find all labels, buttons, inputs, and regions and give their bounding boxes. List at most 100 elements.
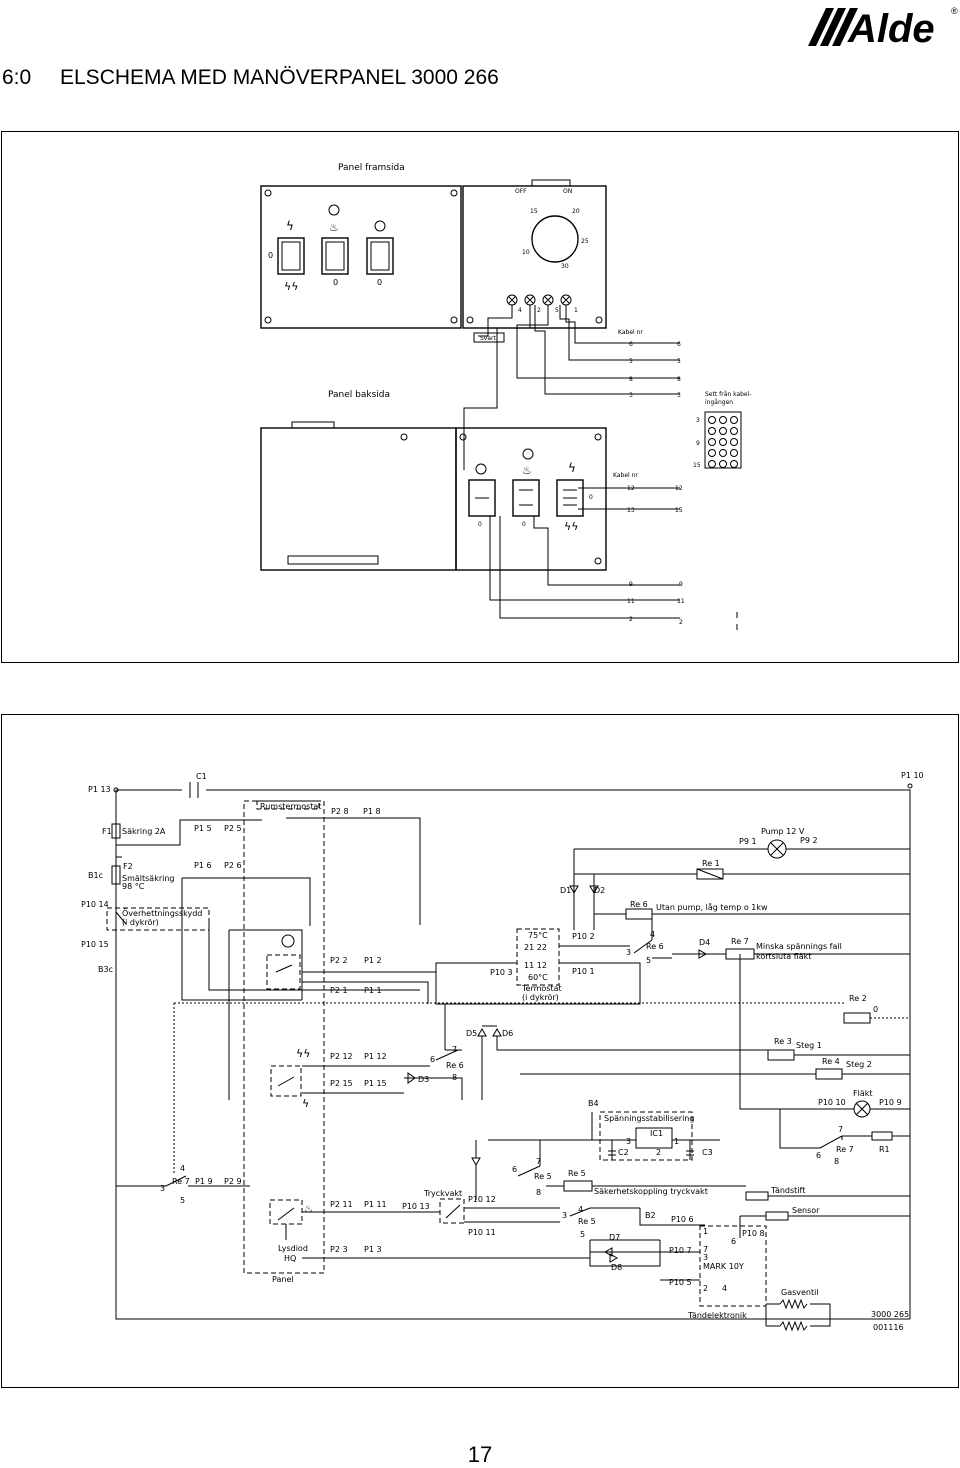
label-re5-sw-6: 6 [512, 1165, 517, 1174]
label-re5-b-3: 3 [562, 1211, 567, 1220]
back-panel-left [260, 427, 457, 571]
switch-pump [366, 237, 394, 275]
label-r1: R1 [879, 1145, 890, 1154]
label-re7-sw-8: 8 [834, 1157, 839, 1166]
back-switch [556, 479, 584, 517]
label-ic1-3: 3 [626, 1137, 631, 1146]
cable-number: 13 [627, 507, 635, 514]
cable-number: 9 [629, 581, 633, 588]
label-re5-b-5: 5 [580, 1230, 585, 1239]
label-p10-11: P10 11 [468, 1228, 496, 1237]
label-mark10: MARK 10Y [703, 1262, 744, 1271]
kabel-nr-label: Kabel nr [613, 472, 638, 479]
front-zero-1: 0 [333, 278, 338, 287]
label-termostat: Termostat [521, 984, 562, 993]
label-re6-b-7: 7 [452, 1045, 457, 1054]
resistor-r1 [871, 1131, 893, 1141]
logo-stripe-3 [832, 8, 858, 46]
label-re7-left: Re 7 [172, 1177, 190, 1186]
label-p1-6: P1 6 [194, 861, 212, 870]
label-overhettning: Överhettningsskydd [122, 908, 202, 918]
label-re6-sw-5: 5 [646, 956, 651, 965]
label-spanningsstab: Spänningsstabilisering [604, 1114, 694, 1123]
label-n7: 7 [703, 1245, 708, 1254]
flame-indicator-icon [522, 448, 534, 460]
terminal-label: 1 [574, 307, 578, 314]
label-i-dykror-2: (i dykrör) [522, 993, 559, 1002]
label-re5-b: Re 5 [578, 1217, 596, 1226]
double-electric-icon: ϟϟ [564, 520, 579, 533]
label-n4: 4 [722, 1284, 727, 1293]
connector-title: ingången [705, 399, 733, 406]
label-doc-rev: 001116 [873, 1323, 904, 1332]
label-i-dykror-1: (i dykrör) [122, 918, 159, 927]
label-kortsluta: kortsluta fläkt [756, 952, 811, 961]
label-t11-12: 11 12 [524, 961, 547, 970]
fuse-f2 [111, 865, 121, 885]
cable-number: 3 [629, 392, 633, 399]
cable-number: 11 [627, 598, 635, 605]
page-title: ELSCHEMA MED MANÖVERPANEL 3000 266 [60, 66, 499, 89]
ignition-electronics-box [699, 1225, 767, 1307]
label-sensor: Sensor [792, 1206, 820, 1215]
label-re6-sw-3: 3 [626, 948, 631, 957]
connector-number: 9 [696, 440, 700, 447]
label-p1-8: P1 8 [363, 807, 381, 816]
screw-hole [450, 316, 458, 324]
indicator-lamp-icon [475, 463, 487, 475]
dial-value: 10 [522, 249, 530, 256]
label-t21-22: 21 22 [524, 943, 547, 952]
electric-symbol-icon: ϟ [286, 219, 294, 233]
label-p10-9: P10 9 [879, 1098, 902, 1107]
label-b2: B2 [645, 1211, 656, 1220]
connector-number: 15 [693, 462, 701, 469]
double-electric-icon: ϟϟ [284, 280, 299, 293]
cable-number: 6 [677, 341, 681, 348]
terminal-label: 2 [537, 307, 541, 314]
relay-re2 [843, 1012, 871, 1024]
label-panel: Panel [272, 1275, 294, 1284]
screw-hole [595, 316, 603, 324]
label-flakt: Fläkt [853, 1089, 873, 1098]
label-d1: D1 [560, 886, 571, 895]
panel-wiring-frame [1, 131, 959, 663]
label-p10-3: P10 3 [490, 968, 513, 977]
label-p10-6: P10 6 [671, 1215, 694, 1224]
panel-diagram: Panel framsida ϟ ♨ 0 ϟϟ 0 0 OFF ON 15 20… [260, 163, 751, 630]
on-label: ON [563, 188, 572, 195]
screw-hole [594, 557, 602, 565]
gas-valve-coil [779, 1298, 808, 1332]
relay-re3 [767, 1049, 795, 1061]
label-pump: Pump 12 V [761, 827, 805, 836]
label-tandelektronik: Tändelektronik [687, 1311, 747, 1320]
label-re7-left-3: 3 [160, 1184, 165, 1193]
schematic-frame [1, 714, 959, 1388]
label-p1-5: P1 5 [194, 824, 212, 833]
electric-symbol-icon: ϟ [302, 1097, 309, 1110]
label-re7-left-4: 4 [180, 1164, 185, 1173]
label-re6-b-6: 6 [430, 1055, 435, 1064]
label-doc-no: 3000 265 [871, 1310, 909, 1319]
label-re5-sw-top: Re 5 [534, 1172, 552, 1181]
screw-hole [264, 316, 272, 324]
label-p2-3: P2 3 [330, 1245, 348, 1254]
dial-value: 20 [572, 208, 580, 215]
label-p10-5: P10 5 [669, 1278, 692, 1287]
cable-number: 15 [675, 507, 683, 514]
sensor [765, 1211, 789, 1221]
label-re7-sw-6: 6 [816, 1151, 821, 1160]
label-p2-8: P2 8 [331, 807, 349, 816]
svart-label: Svart [480, 335, 497, 342]
connector-block [704, 411, 742, 469]
label-p10-15: P10 15 [81, 940, 109, 949]
label-re7-sw-7: 7 [838, 1125, 843, 1134]
label-p2-6: P2 6 [224, 861, 242, 870]
label-d2: D2 [594, 886, 605, 895]
label-re7-sw: Re 7 [836, 1145, 854, 1154]
label-re6-sw-4: 4 [650, 930, 655, 939]
label-p2-12: P2 12 [330, 1052, 353, 1061]
label-ic1-2: 2 [656, 1148, 661, 1157]
label-p1-12: P1 12 [364, 1052, 387, 1061]
connector-number: 3 [696, 417, 700, 424]
electric-symbol-icon: ϟ [568, 461, 576, 475]
